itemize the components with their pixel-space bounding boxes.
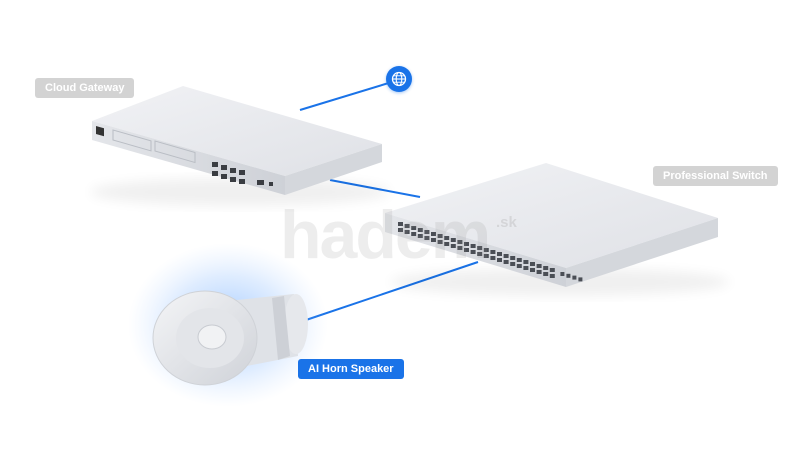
switch-port [483, 254, 489, 258]
switch-port [497, 258, 502, 262]
switch-port [549, 268, 555, 272]
switch-sfp-port [560, 272, 565, 276]
switch-port [477, 252, 483, 256]
switch-port [510, 262, 516, 266]
switch-port [437, 234, 443, 238]
switch-port [490, 256, 496, 260]
switch-port [543, 272, 549, 276]
professional-switch-label: Professional Switch [653, 166, 778, 186]
switch-sfp-port [566, 273, 571, 278]
switch-port [398, 222, 403, 226]
switch-port [516, 258, 522, 262]
switch-port [497, 252, 502, 256]
switch-port [464, 242, 469, 246]
switch-port [450, 238, 456, 242]
switch-port [404, 224, 410, 228]
switch-port [503, 254, 509, 258]
switch-port [543, 266, 549, 270]
horn-bracket [272, 296, 290, 360]
switch-port [424, 230, 430, 234]
switch-port [444, 236, 450, 240]
professional-switch-device [385, 163, 730, 296]
switch-port [431, 232, 436, 236]
cloud-gateway-device [90, 86, 390, 206]
switch-port [464, 248, 469, 252]
switch-port [523, 266, 529, 270]
switch-ports [398, 222, 583, 282]
switch-port [516, 264, 522, 268]
gateway-top [92, 86, 382, 176]
gateway-side [285, 144, 382, 195]
switch-port [530, 262, 535, 266]
switch-port [523, 260, 529, 264]
gateway-internet-link [299, 81, 393, 111]
switch-port [510, 256, 516, 260]
switch-port [444, 242, 450, 246]
watermark-tld: .sk [496, 214, 517, 231]
ai-horn-speaker-device [128, 243, 328, 407]
globe-icon [386, 66, 412, 92]
switch-port [431, 238, 436, 242]
switch-port [411, 232, 417, 236]
horn-driver [197, 324, 227, 350]
switch-port [490, 250, 496, 254]
gateway-front [92, 121, 285, 195]
watermark-logo: hadem [280, 197, 491, 273]
switch-top [385, 163, 718, 268]
switch-port [530, 268, 535, 272]
gateway-ports [212, 162, 273, 186]
switch-port [411, 226, 417, 230]
switch-port [417, 228, 423, 232]
switch-port [470, 244, 476, 248]
switch-port [424, 236, 430, 240]
cloud-gateway-label: Cloud Gateway [35, 78, 135, 98]
switch-sfp-port [572, 275, 577, 280]
switch-side [566, 218, 718, 287]
switch-port [404, 230, 410, 234]
switch-port [536, 270, 542, 274]
switch-port [536, 264, 542, 268]
switch-port [437, 240, 443, 244]
switch-sfp-port [578, 277, 583, 282]
switch-port [549, 274, 555, 278]
horn-back [284, 294, 308, 354]
switch-port [417, 234, 423, 238]
switch-port [398, 228, 403, 232]
switch-port [457, 246, 463, 250]
switch-port [503, 260, 509, 264]
switch-port [457, 240, 463, 244]
ai-horn-speaker-label: AI Horn Speaker [298, 359, 404, 379]
switch-port [450, 244, 456, 248]
switch-port [483, 248, 489, 252]
switch-port [470, 250, 476, 254]
switch-port [477, 246, 483, 250]
